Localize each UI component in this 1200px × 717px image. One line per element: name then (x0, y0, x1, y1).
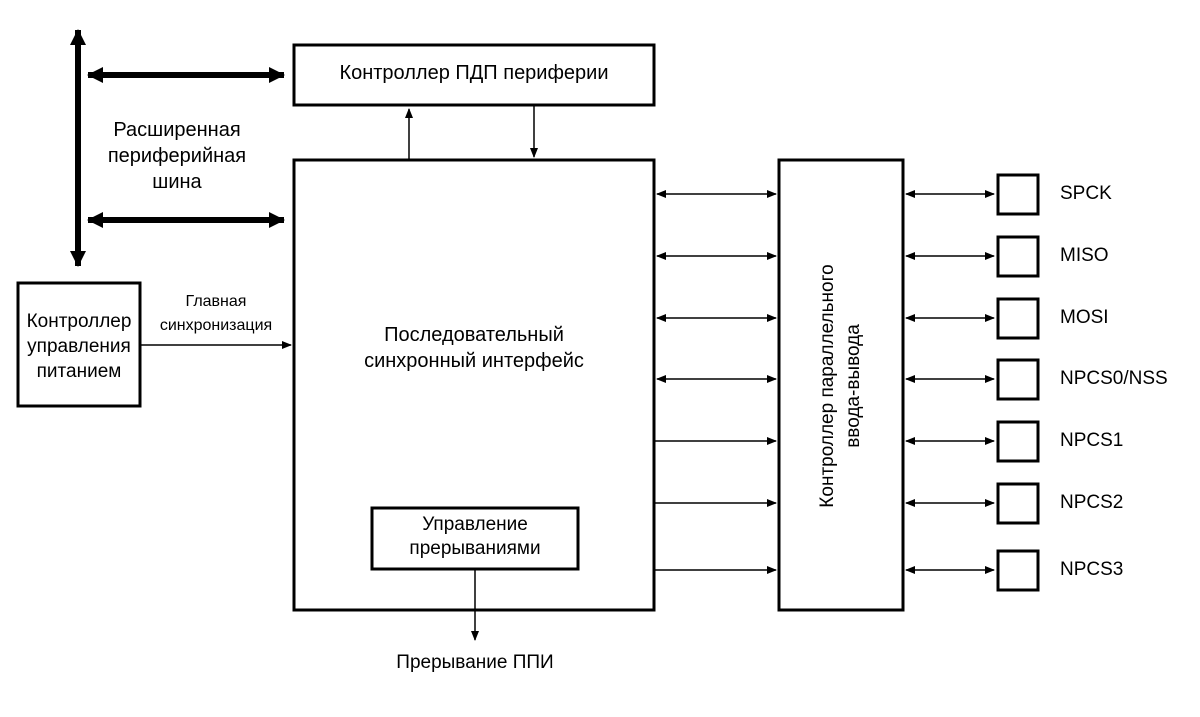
interrupt-control-label-line2: прерываниями (409, 538, 541, 559)
pdc-box (292, 43, 656, 107)
master-clock-label: Главная синхронизация (146, 290, 286, 338)
apb-bus-label-line2: периферийная (107, 145, 247, 167)
apb-bus-label: Расширенная периферийная шина (92, 117, 262, 195)
pio-box (777, 158, 905, 612)
interrupt-control-label-line1: Управление (422, 514, 528, 535)
pin-label-npcs2: NPCS2 (1060, 492, 1124, 513)
pin-square-miso (996, 235, 1040, 278)
pmc-label-line1: Контроллер (26, 311, 132, 332)
pio-label-line1: Контроллер параллельного (817, 264, 838, 508)
pin-label-npcs1: NPCS1 (1060, 430, 1124, 451)
pmc-label-line3: питанием (36, 361, 122, 382)
pin-label-npcs0: NPCS0/NSS (1060, 368, 1168, 389)
apb-bus-label-line3: шина (152, 171, 202, 193)
spi-label-line2: синхронный интерфейс (364, 350, 584, 372)
pin-square-npcs0 (996, 358, 1040, 401)
pin-square-mosi (996, 297, 1040, 340)
master-clock-label-line2: синхронизация (159, 317, 273, 334)
pin-square-npcs1 (996, 420, 1040, 463)
pio-label: Контроллер параллельного ввода-вывода (815, 161, 867, 611)
pmc-label: Контроллер управления питанием (18, 309, 140, 384)
pin-label-mosi: MOSI (1060, 307, 1109, 328)
pmc-box (16, 281, 142, 408)
pin-label-npcs3: NPCS3 (1060, 559, 1124, 580)
pmc-label-line2: управления (27, 336, 131, 357)
pio-label-line2: ввода-вывода (843, 324, 864, 448)
spi-interrupt-label: Прерывание ППИ (396, 652, 554, 673)
spi-label-line1: Последовательный (384, 324, 564, 346)
apb-bus-label-line1: Расширенная (113, 119, 241, 141)
pin-square-npcs2 (996, 482, 1040, 525)
master-clock-label-line1: Главная (185, 293, 247, 310)
pdc-label: Контроллер ПДП периферии (339, 62, 609, 84)
pin-label-miso: MISO (1060, 245, 1109, 266)
pin-square-npcs3 (996, 549, 1040, 592)
pin-square-spck (996, 173, 1040, 216)
spi-label: Последовательный синхронный интерфейс (294, 322, 654, 374)
pin-label-spck: SPCK (1060, 183, 1112, 204)
interrupt-control-label: Управление прерываниями (372, 513, 578, 561)
